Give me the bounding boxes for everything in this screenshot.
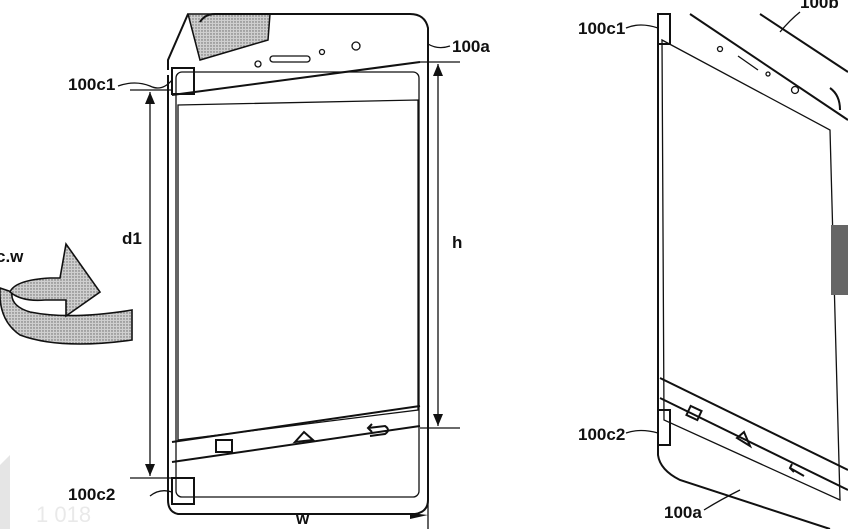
label-100c1-right: 100c1 xyxy=(578,19,625,38)
leader-100c2 xyxy=(149,490,173,497)
label-100a-left: 100a xyxy=(452,37,490,56)
label-cw: c.w xyxy=(0,247,24,266)
watermark-text: 1 018 xyxy=(36,502,91,527)
leader-100a xyxy=(703,489,741,511)
right-device xyxy=(625,11,848,529)
bottom-strip xyxy=(171,425,421,463)
leader-100c2 xyxy=(625,429,659,434)
display-screen xyxy=(177,99,419,441)
device-inner-bezel xyxy=(175,71,420,498)
display-screen xyxy=(661,38,841,502)
speaker-slot xyxy=(269,55,311,63)
leader-100b xyxy=(779,11,801,33)
scrollbar-thumb[interactable] xyxy=(831,225,848,295)
top-strip xyxy=(171,61,421,96)
label-100a-right: 100a xyxy=(664,503,702,522)
sensor-dot xyxy=(765,71,771,77)
watermark: 1 018 xyxy=(0,455,91,529)
device-body xyxy=(657,14,831,529)
leader-100c1 xyxy=(117,79,173,89)
label-d1: d1 xyxy=(122,229,142,248)
label-w: w xyxy=(295,509,310,528)
label-100c2-left: 100c2 xyxy=(68,485,115,504)
left-device xyxy=(117,13,460,529)
hinge-block-bottom xyxy=(657,409,671,446)
label-100c2-right: 100c2 xyxy=(578,425,625,444)
home-icon xyxy=(292,430,316,444)
sensor-dot xyxy=(716,45,724,53)
back-icon xyxy=(788,463,805,477)
home-icon xyxy=(735,430,753,449)
camera-icon xyxy=(351,41,361,51)
w-dimension xyxy=(410,490,429,529)
h-dimension xyxy=(420,61,460,429)
sensor-dot xyxy=(318,48,326,56)
sensor-dot xyxy=(254,60,262,68)
speaker-slot xyxy=(737,55,759,71)
bottom-strip xyxy=(659,377,848,471)
recent-apps-icon xyxy=(215,439,233,453)
d1-dimension xyxy=(130,89,172,479)
label-h: h xyxy=(452,233,462,252)
label-100b-right: 100b xyxy=(800,0,839,12)
bottom-strip xyxy=(171,405,421,443)
hinge-block-bottom xyxy=(171,477,195,505)
label-100c1-left: 100c1 xyxy=(68,75,115,94)
rotation-arrow xyxy=(0,241,133,345)
device-edge xyxy=(759,13,848,73)
back-icon xyxy=(366,423,389,437)
hinge-edge xyxy=(167,13,189,70)
camera-icon xyxy=(790,85,800,95)
device-edge xyxy=(689,13,848,121)
recent-apps-icon xyxy=(685,404,703,422)
leader-100c1 xyxy=(625,24,659,29)
bottom-strip xyxy=(659,397,848,491)
device-top-corner xyxy=(829,87,841,111)
leader-100a xyxy=(427,43,451,49)
hinge-block-top xyxy=(657,13,671,45)
